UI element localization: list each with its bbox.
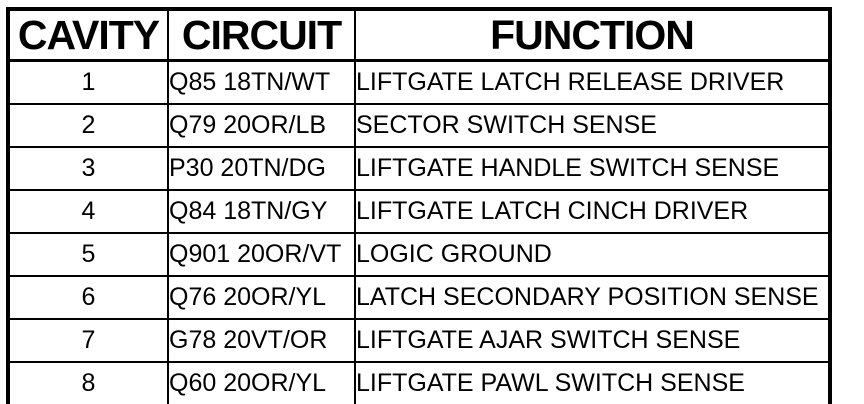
table-row: 8 Q60 20OR/YL LIFTGATE PAWL SWITCH SENSE — [7, 361, 831, 404]
cavity-cell: 5 — [7, 232, 169, 277]
cavity-cell: 1 — [7, 59, 169, 105]
table-row: 3 P30 20TN/DG LIFTGATE HANDLE SWITCH SEN… — [7, 146, 831, 191]
function-cell: LIFTGATE PAWL SWITCH SENSE — [354, 361, 831, 404]
table-row: 2 Q79 20OR/LB SECTOR SWITCH SENSE — [7, 103, 831, 148]
function-cell: LIFTGATE LATCH CINCH DRIVER — [354, 189, 831, 234]
circuit-cell: Q901 20OR/VT — [167, 232, 356, 277]
cavity-cell: 2 — [7, 103, 169, 148]
header-row: CAVITY CIRCUIT FUNCTION — [7, 8, 831, 62]
header-function: FUNCTION — [354, 8, 831, 62]
circuit-cell: P30 20TN/DG — [167, 146, 356, 191]
circuit-cell: Q84 18TN/GY — [167, 189, 356, 234]
table-row: 5 Q901 20OR/VT LOGIC GROUND — [7, 232, 831, 277]
circuit-cell: Q79 20OR/LB — [167, 103, 356, 148]
function-cell: LIFTGATE AJAR SWITCH SENSE — [354, 318, 831, 363]
connector-pinout-table: CAVITY CIRCUIT FUNCTION 1 Q85 18TN/WT LI… — [6, 7, 832, 404]
table-row: 1 Q85 18TN/WT LIFTGATE LATCH RELEASE DRI… — [7, 59, 831, 105]
table-row: 7 G78 20VT/OR LIFTGATE AJAR SWITCH SENSE — [7, 318, 831, 363]
function-cell: LATCH SECONDARY POSITION SENSE — [354, 275, 831, 320]
function-cell: LIFTGATE HANDLE SWITCH SENSE — [354, 146, 831, 191]
circuit-cell: G78 20VT/OR — [167, 318, 356, 363]
table-row: 4 Q84 18TN/GY LIFTGATE LATCH CINCH DRIVE… — [7, 189, 831, 234]
cavity-cell: 4 — [7, 189, 169, 234]
table-row: 6 Q76 20OR/YL LATCH SECONDARY POSITION S… — [7, 275, 831, 320]
header-cavity: CAVITY — [7, 8, 169, 62]
circuit-cell: Q76 20OR/YL — [167, 275, 356, 320]
circuit-cell: Q85 18TN/WT — [167, 59, 356, 105]
header-circuit: CIRCUIT — [167, 8, 356, 62]
cavity-cell: 7 — [7, 318, 169, 363]
circuit-cell: Q60 20OR/YL — [167, 361, 356, 404]
function-cell: LOGIC GROUND — [354, 232, 831, 277]
cavity-cell: 8 — [7, 361, 169, 404]
function-cell: LIFTGATE LATCH RELEASE DRIVER — [354, 59, 831, 105]
function-cell: SECTOR SWITCH SENSE — [354, 103, 831, 148]
cavity-cell: 6 — [7, 275, 169, 320]
cavity-cell: 3 — [7, 146, 169, 191]
